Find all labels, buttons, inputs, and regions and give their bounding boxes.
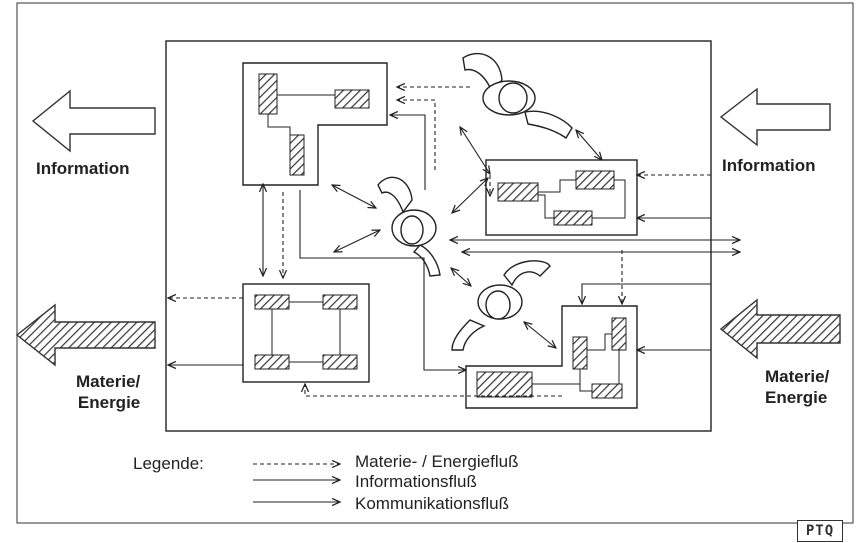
module-c3 [255, 355, 289, 369]
info-in-arrow-right [721, 89, 830, 145]
label-info-right: Information [722, 155, 816, 176]
module-c1 [255, 295, 289, 309]
ptq-logo: PTQ [797, 520, 843, 542]
worker-figure-middle [378, 177, 440, 276]
worker-figure-top [463, 54, 572, 138]
module-a1 [259, 74, 277, 114]
module-d1 [477, 372, 532, 397]
matter-in-arrow-right [721, 300, 840, 358]
label-info-left: Information [36, 158, 130, 179]
module-c4 [323, 355, 357, 369]
module-a2 [335, 90, 369, 108]
legend-title: Legende: [133, 454, 204, 474]
info-out-arrow-left [33, 91, 155, 151]
label-matter-left: Materie/ Energie [76, 371, 140, 413]
legend-item-communication: Kommunikationsfluß [355, 494, 509, 514]
worker-figure-bottom [452, 261, 550, 350]
module-a3 [290, 135, 304, 175]
module-c2 [323, 295, 357, 309]
label-matter-right: Materie/ Energie [765, 366, 829, 408]
legend-item-material: Materie- / Energiefluß [355, 452, 518, 472]
matter-out-arrow-left [17, 305, 155, 365]
module-d4 [592, 384, 622, 398]
module-b3 [554, 211, 592, 225]
module-d3 [612, 318, 626, 350]
module-b1 [498, 183, 538, 201]
module-d2 [573, 337, 587, 369]
legend-item-information: Informationsfluß [355, 472, 477, 492]
module-b2 [576, 171, 614, 189]
